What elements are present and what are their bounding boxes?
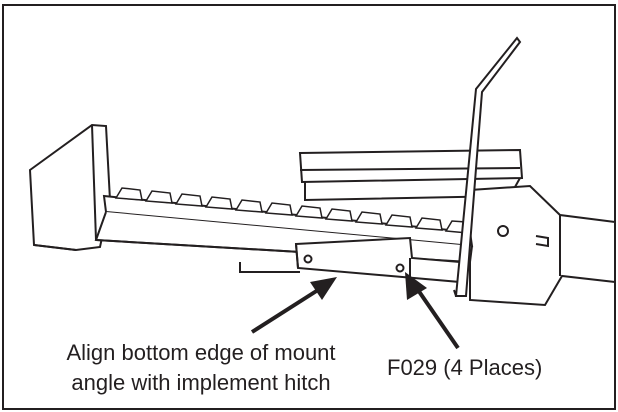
callout-mount-angle: Align bottom edge of mount angle with im… [36,338,366,398]
implement-hitch [469,184,616,307]
mount-hole-left [303,254,313,264]
callout-arrow-mount-angle [250,277,337,334]
callout-mount-angle-line2: angle with implement hitch [71,370,331,395]
callout-mount-angle-line1: Align bottom edge of mount [66,340,336,365]
hitch-block [298,148,524,202]
handle-lever [453,36,522,297]
rake-tines [114,187,469,234]
callout-arrow-fastener [405,272,460,350]
mount-hole-right [395,263,405,273]
diagram-frame [2,4,616,410]
bucket-back-plate [28,123,112,252]
callout-fastener: F029 (4 Places) [387,355,543,380]
